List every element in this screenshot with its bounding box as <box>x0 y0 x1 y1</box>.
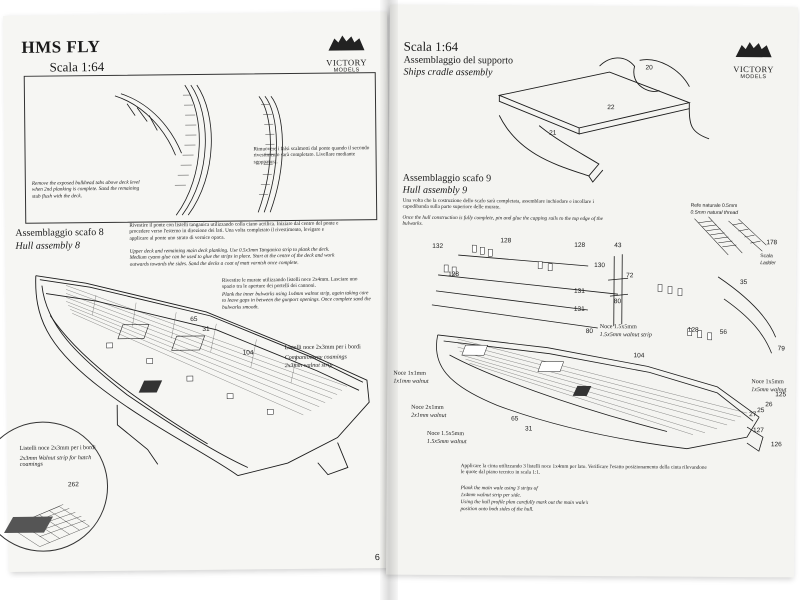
part-128b-label: 128 <box>574 241 586 249</box>
hull9-title-italian: Assemblaggio scafo 9 <box>402 172 492 185</box>
noce2x1-label-italian: Noce 2x1mm <box>411 404 444 411</box>
hull9-intro-english: Once the hull construction is fully comp… <box>402 214 603 228</box>
part-127-label: 127 <box>753 427 764 435</box>
hull9-title-english: Hull assembly 9 <box>402 184 468 197</box>
hull-assembly-9-drawing <box>431 244 777 452</box>
wale-text-italian: Applicare la cinta utilizzando 3 listell… <box>460 463 707 476</box>
ship-cradle-drawing <box>497 57 710 183</box>
part-104-label: 104 <box>242 349 254 357</box>
part-65-label: 65 <box>190 316 198 324</box>
cradle-part-22: 22 <box>607 104 615 112</box>
noce1x5-label-italian: Noce 1x5mm <box>751 379 784 386</box>
left-page: HMS FLY Scala 1:64 VICTORY MODELS <box>0 12 393 572</box>
part-104-right-label: 104 <box>633 352 645 360</box>
cradle-part-21: 21 <box>549 129 557 137</box>
lion-logo-icon <box>328 35 365 51</box>
ladder-detail-drawing <box>694 216 767 256</box>
page-title: HMS FLY <box>21 37 101 57</box>
cradle-part-20: 20 <box>645 64 653 72</box>
part-126-label: 126 <box>770 441 782 449</box>
part-128c-label: 128 <box>448 270 459 279</box>
section-title-italian: Assemblaggio scafo 8 <box>15 226 104 239</box>
part-25-label: 25 <box>757 407 765 415</box>
companion-label-english-2: 2x3mm walnut strip <box>284 362 333 370</box>
bulkhead-detail-drawing <box>114 84 283 216</box>
hull-assembly-8-drawing <box>35 275 370 477</box>
hatch-detail-circle <box>0 420 109 553</box>
deck-text-italian: Rivestire il ponte con listelli tanganic… <box>129 220 339 242</box>
hatch-label-italian: Listelli noce 2x3mm per i bordi <box>19 445 96 452</box>
victory-models-logo-right: VICTORY MODELS <box>725 39 781 80</box>
part-132-label: 132 <box>432 242 444 250</box>
part-43-label: 43 <box>614 242 622 250</box>
hatch-label-english: 2x3mm Walnut strip for hatch coamings <box>19 455 92 468</box>
part-31-right-label: 31 <box>525 425 533 433</box>
noce2x1-label-english: 2x1mm walnut <box>411 412 447 419</box>
part-79-label: 79 <box>777 345 785 353</box>
companion-label-italian: Listelli noce 2x3mm per i bordi <box>284 344 361 352</box>
detail-box: Rimuovere i falsi scalmotti dal ponte qu… <box>23 72 378 224</box>
part-128d-label: 128 <box>687 326 699 334</box>
part-31-label: 31 <box>202 325 210 333</box>
scale-label: Scala 1:64 <box>49 58 105 75</box>
noce15-label-italian: Noce 1.5x5mm <box>599 324 637 331</box>
lion-logo-icon-right <box>735 42 772 58</box>
part-35-label: 35 <box>740 279 748 287</box>
noce1x1-label-english: 1x1mm walnut <box>393 378 429 385</box>
right-page: Scala 1:64 Assemblaggio del supporto Shi… <box>386 4 798 578</box>
part-80b-label: 80 <box>585 327 593 336</box>
part-56-label: 56 <box>719 328 727 336</box>
noce15b-label-italian: Noce 1.5x5mm <box>426 430 465 438</box>
hatch-grating-drawing <box>4 504 90 547</box>
part-130-label: 130 <box>594 262 606 270</box>
part-131a-label: 131 <box>573 287 585 295</box>
noce15b-label-english: 1.5x5mm walnut <box>426 438 467 446</box>
wale-text-english-4: position onto both sides of the hull. <box>460 506 534 513</box>
book-spine-shadow <box>380 0 398 600</box>
part-65-right-label: 65 <box>511 415 519 423</box>
section-title-english: Hull assembly 8 <box>15 240 81 252</box>
detail-note-italian: Rimuovere i falsi scalmotti dal ponte qu… <box>253 145 370 166</box>
part-262-label: 262 <box>67 481 79 489</box>
noce1x1-label-italian: Noce 1x1mm <box>393 370 426 377</box>
logo-brand: VICTORY <box>326 57 367 68</box>
noce15-label-english: 1.5x5mm walnut strip <box>599 332 652 339</box>
part-26-label: 26 <box>765 401 773 409</box>
part-128a-label: 128 <box>500 237 512 245</box>
noce1x5-label-english: 1x5mm walnut <box>751 387 787 394</box>
hull9-intro-italian: Una volta che la costruzione dello scafo… <box>402 197 594 211</box>
part-27-label: 27 <box>749 411 757 419</box>
thread-label-italian: Refe naturale 0.5mm <box>690 202 738 210</box>
detail-note-english: Remove the exposed bulkhead tabs above d… <box>31 179 140 200</box>
victory-models-logo: VICTORY MODELS <box>319 32 373 74</box>
companion-label-english-1: Companionway coamings <box>284 354 347 362</box>
part-80a-label: 80 <box>613 298 622 306</box>
part-72-label: 72 <box>626 272 634 280</box>
part-131b-label: 131 <box>573 305 585 313</box>
